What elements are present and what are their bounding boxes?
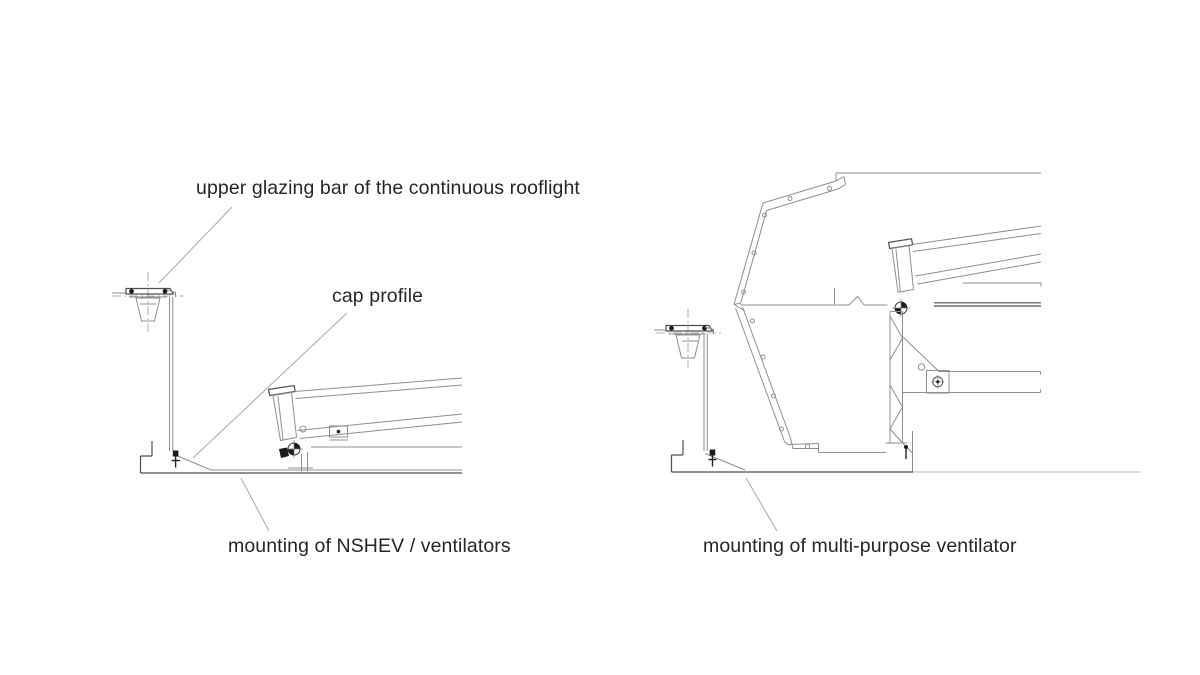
gasket-dot	[702, 325, 707, 331]
anchor-bolt	[171, 450, 180, 468]
support-column	[885, 311, 913, 473]
label-upper-glazing-bar: upper glazing bar of the continuous roof…	[196, 177, 580, 199]
fitting-hole	[299, 425, 307, 433]
bracket-hole	[917, 363, 926, 371]
label-mounting-nshev: mounting of NSHEV / ventilators	[228, 535, 511, 557]
nshev-detail-drawing	[112, 272, 463, 474]
leader-lines	[158, 206, 778, 532]
curb-base	[139, 441, 462, 474]
upstand-sheet	[169, 297, 174, 451]
beam-bracket	[902, 336, 950, 394]
ventilator-flap	[267, 377, 463, 472]
hinge-pivot	[892, 299, 910, 317]
gasket-dot	[669, 325, 674, 331]
label-cap-profile: cap profile	[332, 285, 424, 307]
multi-purpose-detail-drawing	[654, 172, 1141, 473]
bracket-screw	[931, 375, 945, 389]
gasket-dot	[162, 288, 168, 294]
curb-base	[670, 440, 1141, 473]
glazing-bar-cap-profile	[654, 309, 722, 368]
gasket-dot	[129, 288, 134, 294]
rivets-upper-band	[741, 186, 832, 295]
hinge-bracket	[279, 447, 289, 458]
hinge-pivot	[285, 440, 303, 458]
leader-upper-glazing-bar	[158, 206, 233, 284]
rivets-lower-band	[750, 318, 784, 432]
weather-hood	[733, 172, 1041, 453]
clamp-fitting	[329, 425, 348, 441]
horizontal-beam	[903, 371, 1041, 393]
leader-cap-profile	[192, 312, 348, 459]
leader-mounting-multi-purpose	[745, 477, 778, 532]
glazing-bar-cap-profile	[112, 272, 184, 332]
anchor-bolt	[708, 449, 717, 467]
label-mounting-multi-purpose: mounting of multi-purpose ventilator	[703, 535, 1017, 557]
ventilator-flap	[887, 225, 1042, 317]
upstand-sheet	[703, 334, 708, 451]
column-foot-bolt	[904, 445, 908, 459]
leader-mounting-nshev	[240, 477, 270, 532]
roof-line	[740, 288, 888, 306]
hood-foot	[784, 437, 819, 453]
